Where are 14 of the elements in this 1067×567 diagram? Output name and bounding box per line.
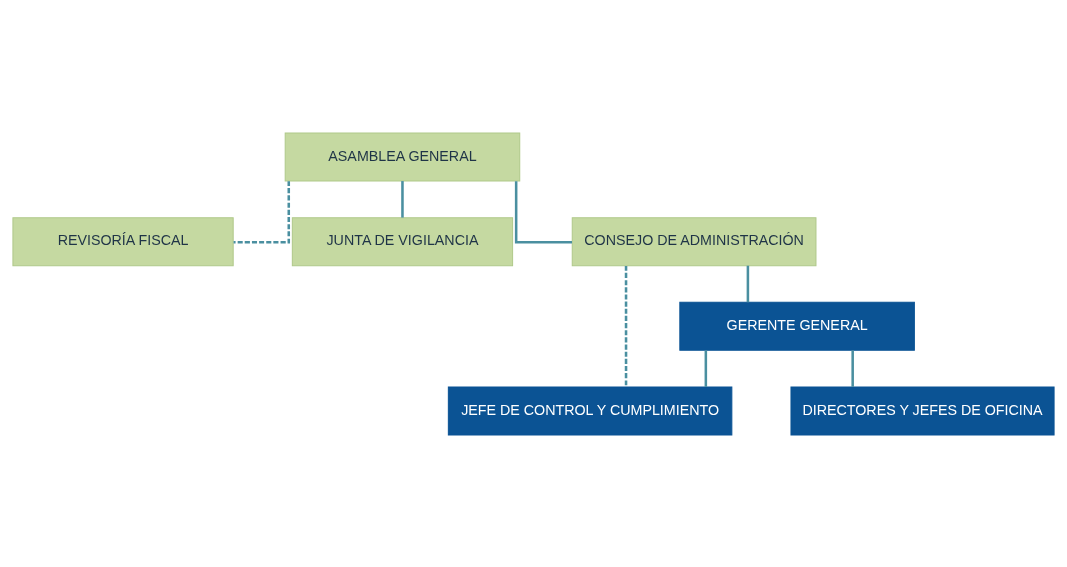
connector <box>233 180 291 243</box>
connector <box>624 265 628 387</box>
connector <box>704 349 708 387</box>
node-box: JEFE DE CONTROL Y CUMPLIMIENTO <box>447 386 733 435</box>
connector <box>851 349 854 387</box>
node-box: REVISORÍA FISCAL <box>12 216 234 266</box>
node-box: DIRECTORES Y JEFES DE OFICINA <box>790 386 1055 435</box>
connector <box>401 180 404 218</box>
node-box: JUNTA DE VIGILANCIA <box>291 216 514 266</box>
connector <box>514 180 572 243</box>
node-box: GERENTE GENERAL <box>679 301 915 351</box>
node-box: ASAMBLEA GENERAL <box>284 132 521 181</box>
connector <box>746 265 750 302</box>
node-box: CONSEJO DE ADMINISTRACIÓN <box>571 216 817 266</box>
